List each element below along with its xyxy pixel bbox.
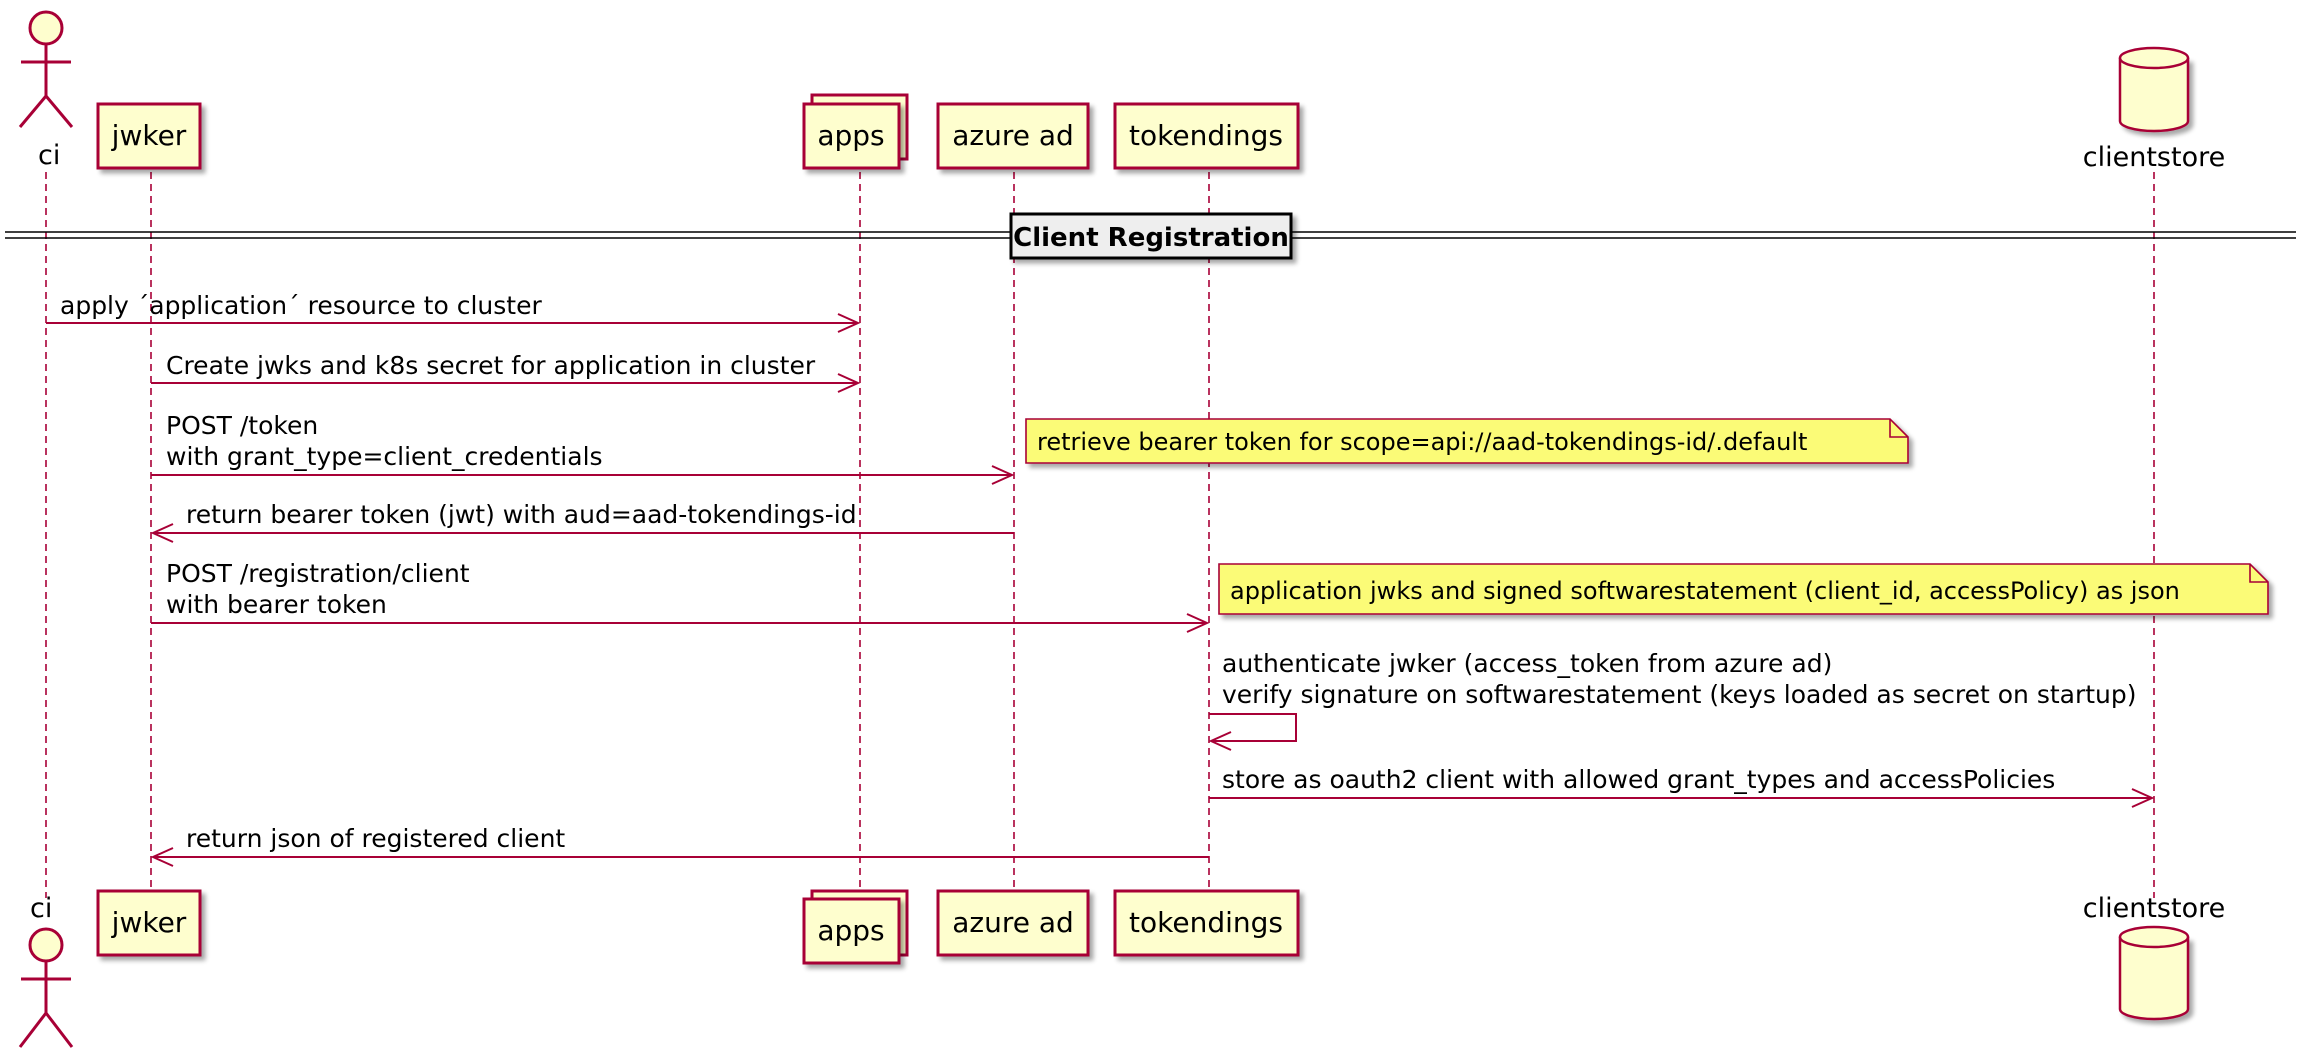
message-label-4: return bearer token (jwt) with aud=aad-t… — [186, 500, 857, 529]
message-label-1: apply ´application´ resource to cluster — [60, 291, 542, 320]
actor-ci-bottom — [18, 927, 74, 1048]
message-label-3a: POST /token — [166, 411, 318, 440]
note-text-2: application jwks and signed softwarestat… — [1230, 577, 2180, 605]
participant-label-azure-ad-top: azure ad — [952, 119, 1074, 152]
participant-label-ci-top: ci — [38, 140, 60, 171]
participant-label-clientstore-bottom: clientstore — [2083, 893, 2225, 924]
participant-label-clientstore-top: clientstore — [2083, 142, 2225, 173]
message-label-6a: authenticate jwker (access_token from az… — [1222, 649, 1832, 678]
participant-box-tokendings-bottom — [1113, 889, 1300, 957]
section-title: Client Registration — [1013, 223, 1289, 253]
lifelines — [45, 172, 2155, 898]
participant-box-jwker-bottom — [96, 889, 202, 957]
messages — [46, 313, 2155, 867]
section-divider: Client Registration — [5, 212, 2296, 260]
participant-label-apps-top: apps — [817, 119, 884, 152]
message-label-8: return json of registered client — [186, 824, 565, 853]
note-1: retrieve bearer token for scope=api://aa… — [1025, 418, 1909, 464]
message-label-6b: verify signature on softwarestatement (k… — [1222, 680, 2137, 709]
arrowhead — [837, 313, 861, 333]
participant-box-tokendings-top — [1113, 102, 1300, 170]
note-text-1: retrieve bearer token for scope=api://aa… — [1037, 428, 1807, 456]
message-label-3b: with grant_type=client_credentials — [166, 442, 603, 471]
arrowhead — [2131, 788, 2155, 808]
participant-box-azure-ad-top — [936, 102, 1090, 170]
message-label-2: Create jwks and k8s secret for applicati… — [166, 351, 816, 380]
arrowhead — [150, 847, 174, 867]
participant-label-ci-bottom: ci — [30, 893, 52, 924]
participant-label-jwker-top: jwker — [111, 119, 187, 152]
message-labels: apply ´application´ resource to cluster … — [60, 291, 2137, 853]
participant-label-tokendings-top: tokendings — [1129, 119, 1283, 152]
database-clientstore-top — [2118, 46, 2190, 133]
message-label-5b: with bearer token — [166, 590, 387, 619]
participant-box-azure-ad-bottom — [936, 889, 1090, 957]
arrowhead — [150, 523, 174, 543]
arrowhead — [837, 373, 861, 393]
message-label-5a: POST /registration/client — [166, 559, 470, 588]
message-label-7: store as oauth2 client with allowed gran… — [1222, 765, 2055, 794]
participant-label-apps-bottom: apps — [817, 914, 884, 947]
participant-box-jwker-top — [96, 102, 202, 170]
message-arrow-6 — [1209, 713, 1297, 742]
arrowhead — [991, 465, 1015, 485]
note-2: application jwks and signed softwarestat… — [1218, 563, 2269, 615]
participant-label-tokendings-bottom: tokendings — [1129, 906, 1283, 939]
actor-head — [28, 10, 64, 46]
participant-box-apps-bottom — [802, 897, 901, 965]
actor-head — [28, 927, 64, 963]
participant-box-apps-top — [802, 102, 901, 170]
arrowhead — [1186, 613, 1210, 633]
actor-ci-top — [18, 10, 74, 128]
database-clientstore-bottom — [2118, 925, 2190, 1021]
participant-label-jwker-bottom: jwker — [111, 906, 187, 939]
participant-label-azure-ad-bottom: azure ad — [952, 906, 1074, 939]
arrowhead — [1208, 731, 1232, 751]
